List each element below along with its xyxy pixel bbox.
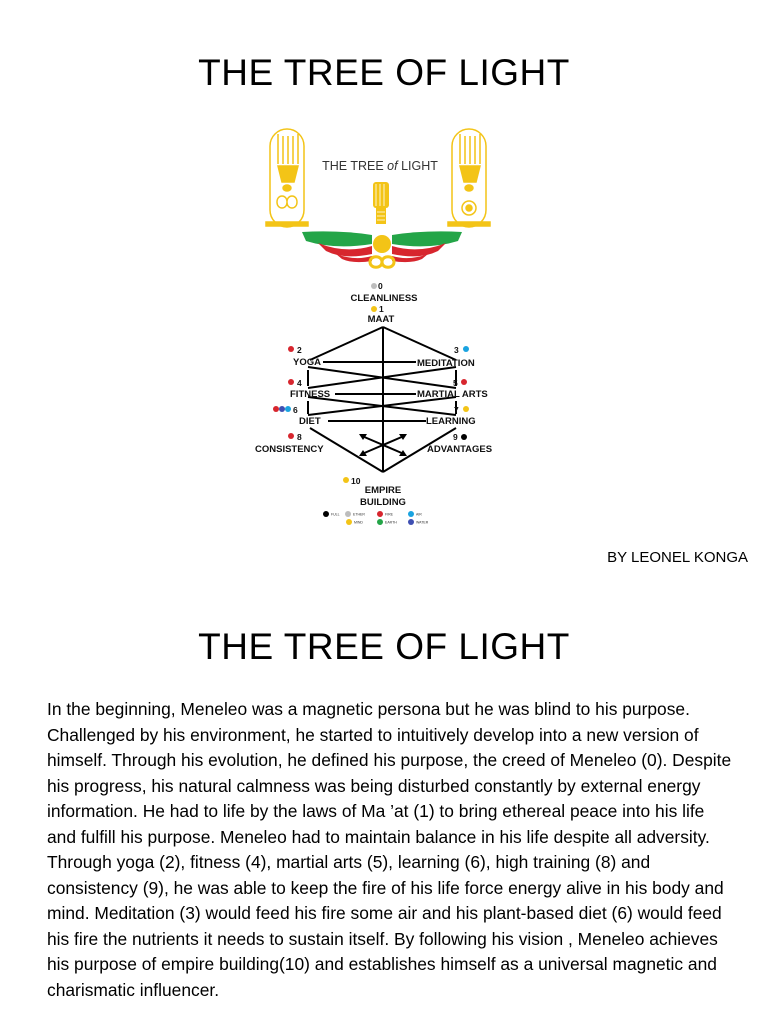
node-5-label: MARTIAL ARTS <box>417 389 488 400</box>
legend-full: FULL <box>331 513 340 517</box>
legend-ether: ETHER <box>353 513 365 517</box>
legend-mind: MIND <box>354 521 363 525</box>
node-2-number: 2 <box>297 345 302 355</box>
right-cartouche-icon <box>447 128 491 228</box>
left-cartouche-icon <box>265 128 309 228</box>
node-3-number: 3 <box>454 345 459 355</box>
node-10-label: EMPIRE <box>365 485 401 496</box>
second-slide-title: THE TREE OF LIGHT <box>198 626 570 667</box>
node-0-label: CLEANLINESS <box>350 293 417 304</box>
figure-title: THE TREE of LIGHT <box>322 159 438 173</box>
node-9-number: 9 <box>453 432 458 442</box>
element-legend: FULL ETHER FIRE AIR MIND EARTH WATER <box>323 511 429 525</box>
legend-fire: FIRE <box>385 513 394 517</box>
legend-earth: EARTH <box>385 521 397 525</box>
author-byline: BY LEONEL KONGA <box>607 549 748 566</box>
node-4-label: FITNESS <box>290 389 330 400</box>
story-paragraph: In the beginning, Meneleo was a magnetic… <box>47 699 732 1000</box>
node-0-number: 0 <box>378 281 383 291</box>
node-dots <box>273 283 469 483</box>
node-4-number: 4 <box>297 378 302 388</box>
node-2-label: YOGA <box>293 357 321 368</box>
winged-sun-disc-icon <box>302 231 462 269</box>
node-1-label: MAAT <box>368 314 395 325</box>
node-7-number: 7 <box>454 405 459 415</box>
node-8-number: 8 <box>297 432 302 442</box>
arrow-heads <box>359 434 407 456</box>
tree-of-light-figure: THE TREE of LIGHT <box>240 104 536 572</box>
slide-title: THE TREE OF LIGHT <box>198 52 570 93</box>
node-3-label: MEDITATION <box>417 358 475 369</box>
node-labels: 0 CLEANLINESS 1 MAAT 2 YOGA 3 MEDITATION… <box>255 281 492 508</box>
tree-diagram: THE TREE of LIGHT <box>255 128 492 525</box>
node-8-label: CONSISTENCY <box>255 444 324 455</box>
legend-air: AIR <box>416 513 422 517</box>
node-6-number: 6 <box>293 405 298 415</box>
node-10-label-line2: BUILDING <box>360 497 406 508</box>
legend-water: WATER <box>416 521 429 525</box>
tree-connections <box>307 326 457 473</box>
node-6-label: DIET <box>299 416 321 427</box>
node-10-number: 10 <box>351 476 361 486</box>
node-7-label: LEARNING <box>426 416 476 427</box>
node-1-number: 1 <box>379 304 384 314</box>
node-5-number: 5 <box>453 378 458 388</box>
center-totem-icon <box>373 182 389 224</box>
node-9-label: ADVANTAGES <box>427 444 492 455</box>
